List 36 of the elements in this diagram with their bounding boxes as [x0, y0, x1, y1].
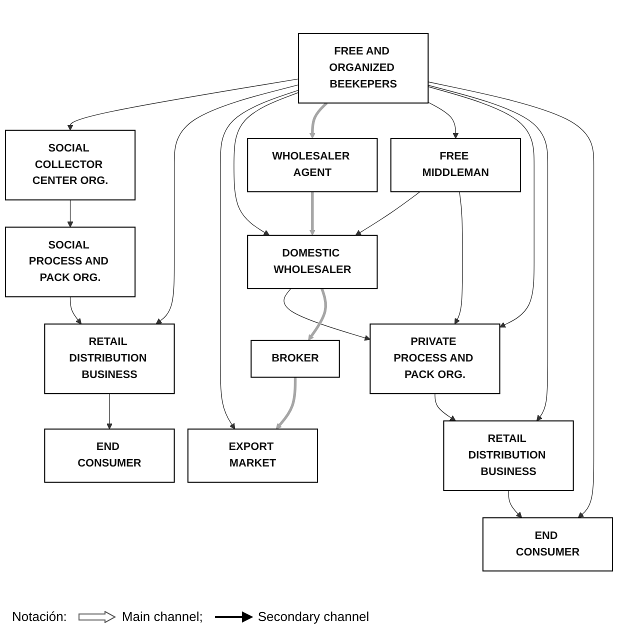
- node-box: FREE MIDDLEMAN: [390, 138, 521, 192]
- arrow: [454, 192, 463, 325]
- arrow: [156, 84, 299, 325]
- arrow: [284, 288, 370, 342]
- node-box: EXPORT MARKET: [187, 428, 318, 484]
- arrow: [106, 394, 112, 430]
- arrow: [309, 102, 328, 140]
- node-box: SOCIAL COLLECTOR CENTER ORG.: [4, 130, 136, 201]
- arrow: [276, 378, 297, 430]
- node-box: RETAIL DISTRIBUTION BUSINESS: [44, 324, 175, 394]
- arrow: [428, 86, 534, 328]
- node-box: RETAIL DISTRIBUTION BUSINESS: [443, 420, 574, 492]
- node-box: END CONSUMER: [482, 518, 614, 572]
- arrow: [67, 200, 74, 228]
- legend-label: Secondary channel: [258, 609, 370, 624]
- arrow: [67, 78, 299, 131]
- node-box: PRIVATE PROCESS AND PACK ORG.: [370, 324, 500, 394]
- node-box: WHOLESALER AGENT: [247, 138, 378, 192]
- arrow: [434, 394, 456, 422]
- node-box: FREE AND ORGANIZED BEEKEPERS: [298, 33, 429, 104]
- arrow: [70, 296, 82, 325]
- arrow: [308, 288, 328, 341]
- node-box: END CONSUMER: [44, 428, 175, 484]
- legend-label: Main channel;: [122, 609, 203, 624]
- node-box: BROKER: [250, 340, 340, 378]
- node-box: DOMESTIC WHOLESALER: [247, 235, 378, 290]
- arrow: [428, 102, 459, 140]
- arrow: [355, 192, 420, 236]
- arrow: [220, 90, 299, 430]
- arrow: [428, 85, 548, 422]
- arrow: [428, 82, 594, 518]
- legend-heading: Notación:: [12, 609, 67, 624]
- arrow: [234, 92, 299, 236]
- node-box: SOCIAL PROCESS AND PACK ORG.: [4, 226, 136, 298]
- arrow: [508, 490, 522, 518]
- arrow: [309, 192, 316, 236]
